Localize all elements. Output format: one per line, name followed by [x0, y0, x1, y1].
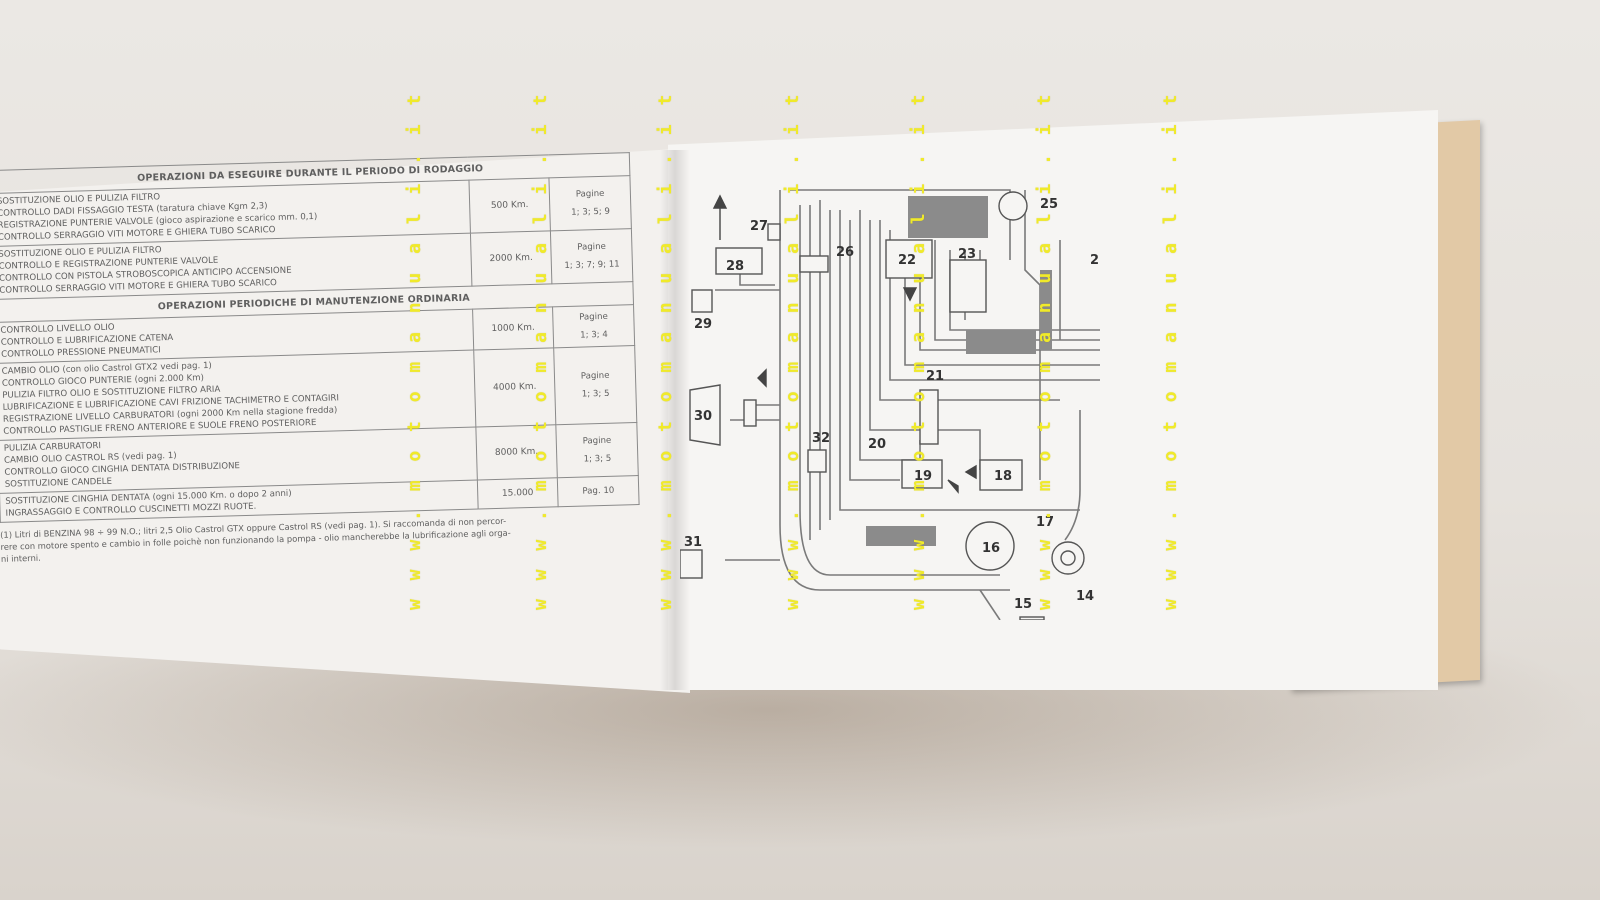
arrow-left-icon [757, 368, 767, 388]
harness-wire [859, 210, 921, 461]
regulator-22 [885, 239, 933, 279]
watermark-text: w w w . m o t o m a n u a l i . i t [1034, 90, 1055, 610]
harness-wire [889, 230, 1100, 381]
pages-cell: Pag. 10 [557, 475, 640, 507]
label-26: 26 [836, 245, 854, 260]
switch-32 [807, 449, 827, 473]
ignition-coil-18 [979, 459, 1023, 491]
pages-line: 1; 3; 4 [580, 329, 608, 341]
harness-wire-top [788, 189, 1011, 260]
pages-line: 1; 3; 5 [581, 388, 610, 400]
alternator-16 [965, 521, 1015, 571]
book-gutter [660, 150, 690, 690]
label-30: 30 [694, 409, 712, 424]
watermark-text: w w w . m o t o m a n u a l i . i t [530, 90, 551, 610]
harness-wire [849, 220, 900, 481]
coil-21 [919, 389, 939, 445]
label-29: 29 [694, 317, 712, 332]
pages-line: Pagine [575, 188, 605, 200]
connector-30 [689, 384, 721, 446]
label-21: 21 [926, 369, 944, 384]
pages-cell: Pagine 1; 3; 4 [552, 304, 635, 348]
label-15: 15 [1014, 597, 1032, 612]
horn-center [1060, 550, 1076, 566]
label-20: 20 [868, 437, 886, 452]
pages-line: Pagine [577, 241, 607, 253]
battery [715, 247, 763, 275]
harness-wire [904, 260, 1100, 366]
label-31: 31 [684, 535, 702, 550]
label-32: 32 [812, 431, 830, 446]
harness-wire [799, 205, 1000, 576]
label-16: 16 [982, 541, 1000, 556]
relay-29 [691, 289, 713, 313]
ignition-coil-19 [901, 459, 943, 489]
pages-line: 1; 3; 7; 9; 11 [564, 259, 620, 271]
pages-cell: Pagine 1; 3; 5 [556, 422, 639, 478]
label-18: 18 [994, 469, 1012, 484]
pages-cell: Pagine 1; 3; 5 [554, 345, 637, 425]
label-19: 19 [914, 469, 932, 484]
wiring-diagram: 25 27 26 22 23 2 28 29 30 21 32 20 19 18… [680, 189, 1100, 620]
shaded-block-top [908, 196, 988, 238]
fuse-box-26 [799, 255, 829, 273]
pages-line: 1; 3; 5; 9 [571, 206, 611, 218]
pages-cell: Pagine 1; 3; 7; 9; 11 [550, 228, 633, 284]
pages-line: Pagine [582, 435, 612, 447]
harness-wire [1064, 410, 1081, 541]
arrow-down-icon [902, 287, 918, 302]
watermark-text: w w w . m o t o m a n u a l i . i t [655, 90, 676, 610]
pages-cell: Pagine 1; 3; 5; 9 [549, 175, 632, 231]
harness-wire [879, 220, 1060, 401]
sensor-31 [680, 549, 703, 579]
module-23 [949, 259, 987, 313]
label-27: 27 [750, 219, 768, 234]
watermark-text: w w w . m o t o m a n u a l i . i t [1160, 90, 1181, 610]
shaded-block-bottom [866, 526, 936, 546]
left-page [0, 148, 690, 693]
pages-line: Pagine [580, 370, 610, 382]
label-22: 22 [898, 253, 916, 268]
shaded-block-mid [966, 330, 1036, 354]
connector-27 [767, 223, 781, 241]
sensor-15 [1019, 616, 1045, 620]
label-17: 17 [1036, 515, 1054, 530]
harness-wire-outer [779, 190, 1010, 591]
watermark-text: w w w . m o t o m a n u a l i . i t [404, 90, 425, 610]
label-25: 25 [1040, 197, 1058, 212]
label-23: 23 [958, 247, 976, 262]
harness-wire [1024, 190, 1041, 480]
harness-wire [839, 210, 1080, 511]
pages-line: 1; 3; 5 [583, 453, 612, 465]
pages-line: Pag. 10 [582, 485, 615, 497]
label-28: 28 [726, 259, 744, 274]
shaded-cable [1040, 270, 1052, 350]
watermark-text: w w w . m o t o m a n u a l i . i t [908, 90, 929, 610]
component-25 [998, 191, 1028, 221]
label-14: 14 [1076, 589, 1094, 604]
label-2: 2 [1090, 253, 1099, 268]
arrow-left-icon-2 [947, 479, 959, 494]
connector-small [743, 399, 757, 427]
sensor-wire [979, 589, 1001, 620]
watermark-text: w w w . m o t o m a n u a l i . i t [782, 90, 803, 610]
arrow-up-icon [712, 194, 728, 209]
arrow-right-icon [964, 464, 977, 480]
pages-line: Pagine [579, 311, 608, 323]
